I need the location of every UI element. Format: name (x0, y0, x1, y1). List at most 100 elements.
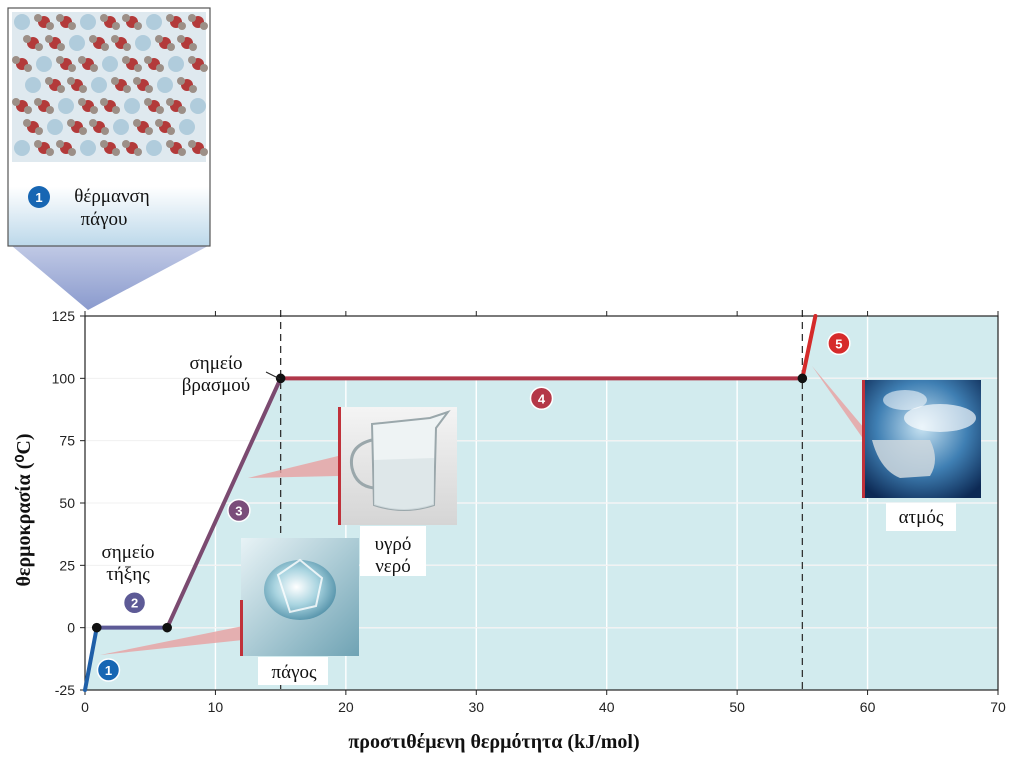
hydrogen-atom (133, 77, 141, 85)
hydrogen-atom (144, 98, 152, 106)
stage-badge (227, 498, 251, 523)
stage-badge-number: 1 (105, 663, 112, 678)
hydrogen-atom (46, 106, 54, 114)
hydrogen-atom (178, 148, 186, 156)
lattice-cavity (124, 98, 140, 114)
hydrogen-atom (100, 98, 108, 106)
x-tick-label: 10 (208, 699, 224, 715)
hydrogen-atom (67, 119, 75, 127)
heating-curve (83, 314, 818, 692)
ice-cube-image (264, 560, 336, 620)
hydrogen-atom (23, 35, 31, 43)
transition-point (162, 622, 172, 633)
hydrogen-atom (177, 35, 185, 43)
stage-badge-number: 3 (235, 503, 242, 518)
hydrogen-atom (101, 43, 109, 51)
lattice-cavity (58, 98, 74, 114)
lattice-cavity (146, 140, 162, 156)
hydrogen-atom (134, 22, 142, 30)
lattice-cavity (102, 56, 118, 72)
hydrogen-atom (123, 43, 131, 51)
hydrogen-atom (78, 56, 86, 64)
hydrogen-atom (24, 64, 32, 72)
stage-badge-number: 2 (131, 596, 138, 611)
hydrogen-atom (79, 127, 87, 135)
stage-badge (96, 658, 121, 682)
hydrogen-atom (134, 148, 142, 156)
x-tick-label: 30 (468, 699, 484, 715)
hydrogen-atom (178, 106, 186, 114)
x-tick-label: 70 (990, 699, 1006, 715)
hydrogen-atom (200, 148, 208, 156)
kettle-image (872, 440, 935, 478)
curve-segment-3 (165, 376, 283, 630)
lattice-cavity (190, 98, 206, 114)
inset-badge (28, 186, 50, 208)
hydrogen-atom (35, 127, 43, 135)
hydrogen-atom (56, 14, 64, 22)
y-tick-label: 125 (52, 308, 76, 324)
stage-badge (529, 386, 554, 411)
hydrogen-atom (178, 22, 186, 30)
hydrogen-atom (123, 85, 131, 93)
x-tick-label: 40 (599, 699, 615, 715)
hydrogen-atom (155, 35, 163, 43)
hydrogen-atom (189, 43, 197, 51)
y-axis-title: θερμοκρασία (⁰C) (13, 433, 35, 586)
hydrogen-atom (100, 140, 108, 148)
hydrogen-atom (45, 77, 53, 85)
curve-segment-5 (800, 314, 818, 381)
y-tick-label: 100 (52, 370, 76, 386)
hydrogen-atom (23, 119, 31, 127)
hydrogen-atom (79, 85, 87, 93)
hydrogen-atom (68, 22, 76, 30)
inset-badge-number: 1 (35, 190, 42, 205)
lattice-cavity (80, 140, 96, 156)
hydrogen-atom (122, 140, 130, 148)
hydrogen-atom (24, 106, 32, 114)
lattice-cavity (14, 140, 30, 156)
hydrogen-atom (134, 64, 142, 72)
hydrogen-atom (112, 106, 120, 114)
steam-photo-callout: ατμός (812, 366, 981, 531)
hydrogen-atom (12, 98, 20, 106)
lattice-cavity (36, 56, 52, 72)
hydrogen-atom (35, 43, 43, 51)
hydrogen-atom (188, 140, 196, 148)
lattice-cavity (47, 119, 63, 135)
hydrogen-atom (166, 14, 174, 22)
x-tick-label: 50 (729, 699, 745, 715)
y-tick-label: 50 (59, 495, 75, 511)
lattice-cavity (146, 14, 162, 30)
hydrogen-atom (90, 106, 98, 114)
hydrogen-atom (156, 64, 164, 72)
hydrogen-atom (145, 127, 153, 135)
x-axis-title: προστιθέμενη θερμότητα (kJ/mol) (348, 731, 639, 753)
hydrogen-atom (112, 22, 120, 30)
hydrogen-atom (156, 106, 164, 114)
hydrogen-atom (68, 148, 76, 156)
lattice-cavity (69, 35, 85, 51)
hydrogen-atom (111, 77, 119, 85)
lattice-bg (12, 12, 206, 162)
lattice-cavity (168, 56, 184, 72)
hydrogen-atom (188, 14, 196, 22)
hydrogen-atom (177, 77, 185, 85)
hydrogen-atom (111, 35, 119, 43)
stage-badge-number: 4 (538, 391, 546, 406)
stage-badge (122, 590, 147, 615)
hydrogen-atom (57, 43, 65, 51)
transition-points (91, 373, 808, 633)
boiling-point-leader (265, 371, 281, 380)
lattice-cavity (157, 77, 173, 93)
lattice-cavity (179, 119, 195, 135)
y-tick-label: 75 (59, 433, 75, 449)
hydrogen-atom (34, 98, 42, 106)
hydrogen-atom (100, 14, 108, 22)
